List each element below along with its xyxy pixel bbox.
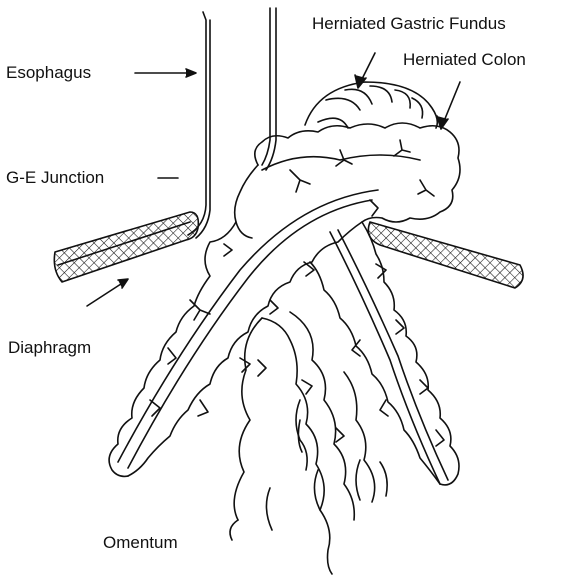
omentum-tissue <box>230 312 387 574</box>
label-herniated-gastric-fundus: Herniated Gastric Fundus <box>312 15 506 32</box>
label-diaphragm: Diaphragm <box>8 339 91 356</box>
diaphragm-left <box>54 212 198 282</box>
colon-band-borders <box>109 222 362 476</box>
leader-lines <box>87 53 460 306</box>
label-esophagus: Esophagus <box>6 64 91 81</box>
herniated-colon <box>235 123 460 238</box>
esophagus-tube <box>188 8 276 238</box>
label-ge-junction: G-E Junction <box>6 169 104 186</box>
gastric-fundus <box>305 82 437 128</box>
diaphragm-right <box>368 222 523 288</box>
label-omentum: Omentum <box>103 534 178 551</box>
label-herniated-colon: Herniated Colon <box>403 51 526 68</box>
